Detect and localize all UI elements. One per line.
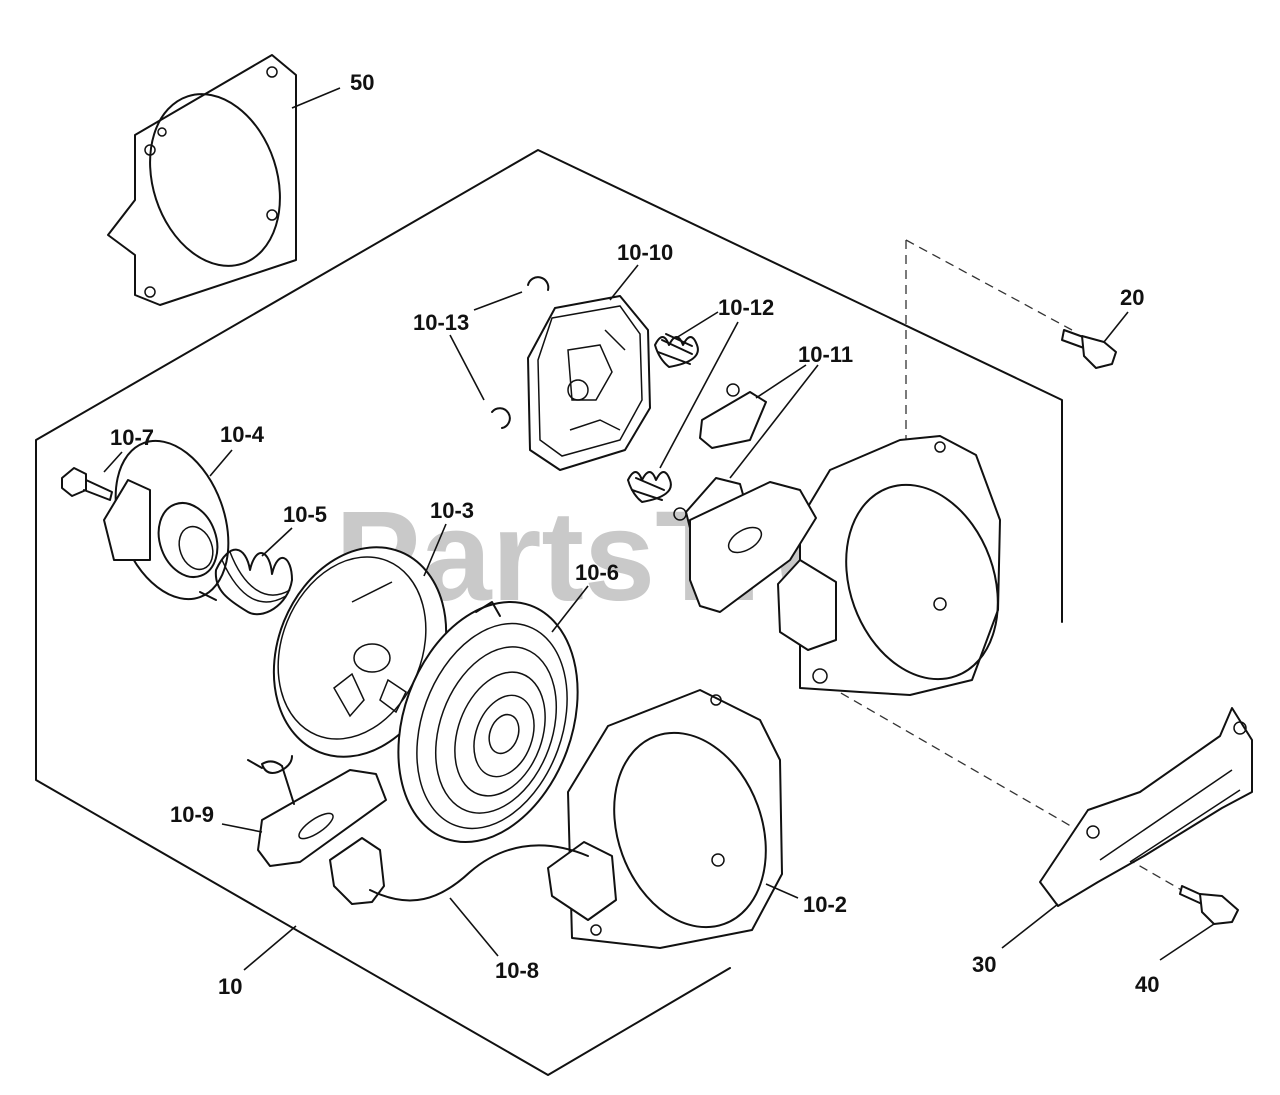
gasket-50 — [107, 54, 297, 306]
spring-10-5 — [199, 548, 293, 616]
callout-20[interactable]: 20 — [1120, 285, 1144, 310]
ratchet-10-10 — [527, 295, 651, 471]
callout-10-8[interactable]: 10-8 — [495, 958, 539, 983]
callout-10-7[interactable]: 10-7 — [110, 425, 154, 450]
leader-lines — [103, 87, 1215, 971]
callout-10-2[interactable]: 10-2 — [803, 892, 847, 917]
bolt-20 — [1061, 329, 1117, 369]
callout-10-11[interactable]: 10-11 — [798, 342, 853, 367]
callout-10-5[interactable]: 10-5 — [283, 502, 327, 527]
callout-labels: 50 10-10 10-12 10-13 10-11 20 10-7 10-4 … — [110, 70, 1159, 999]
spring-10-12 — [627, 333, 699, 503]
rope-10-8 — [369, 844, 589, 902]
callout-10-6[interactable]: 10-6 — [575, 560, 619, 585]
callout-50[interactable]: 50 — [350, 70, 374, 95]
hub-10-4 — [103, 439, 230, 601]
clip-10-13 — [491, 276, 550, 429]
callout-10[interactable]: 10 — [218, 974, 242, 999]
starter-housing-assembled — [689, 435, 1001, 696]
callout-40[interactable]: 40 — [1135, 972, 1159, 997]
callout-10-10[interactable]: 10-10 — [617, 240, 673, 265]
handle-10-9 — [247, 755, 387, 905]
callout-10-4[interactable]: 10-4 — [220, 422, 265, 447]
spring-10-6 — [397, 600, 579, 844]
screw-10-7 — [61, 467, 113, 501]
callout-10-13[interactable]: 10-13 — [413, 310, 469, 335]
callout-10-12[interactable]: 10-12 — [718, 295, 774, 320]
callout-30[interactable]: 30 — [972, 952, 996, 977]
bracket-30 — [1039, 707, 1253, 907]
callout-10-9[interactable]: 10-9 — [170, 802, 214, 827]
bolt-40 — [1179, 885, 1239, 925]
assembly-boundary — [35, 149, 1063, 1076]
callout-10-3[interactable]: 10-3 — [430, 498, 474, 523]
starter-case-10-2 — [547, 689, 783, 949]
